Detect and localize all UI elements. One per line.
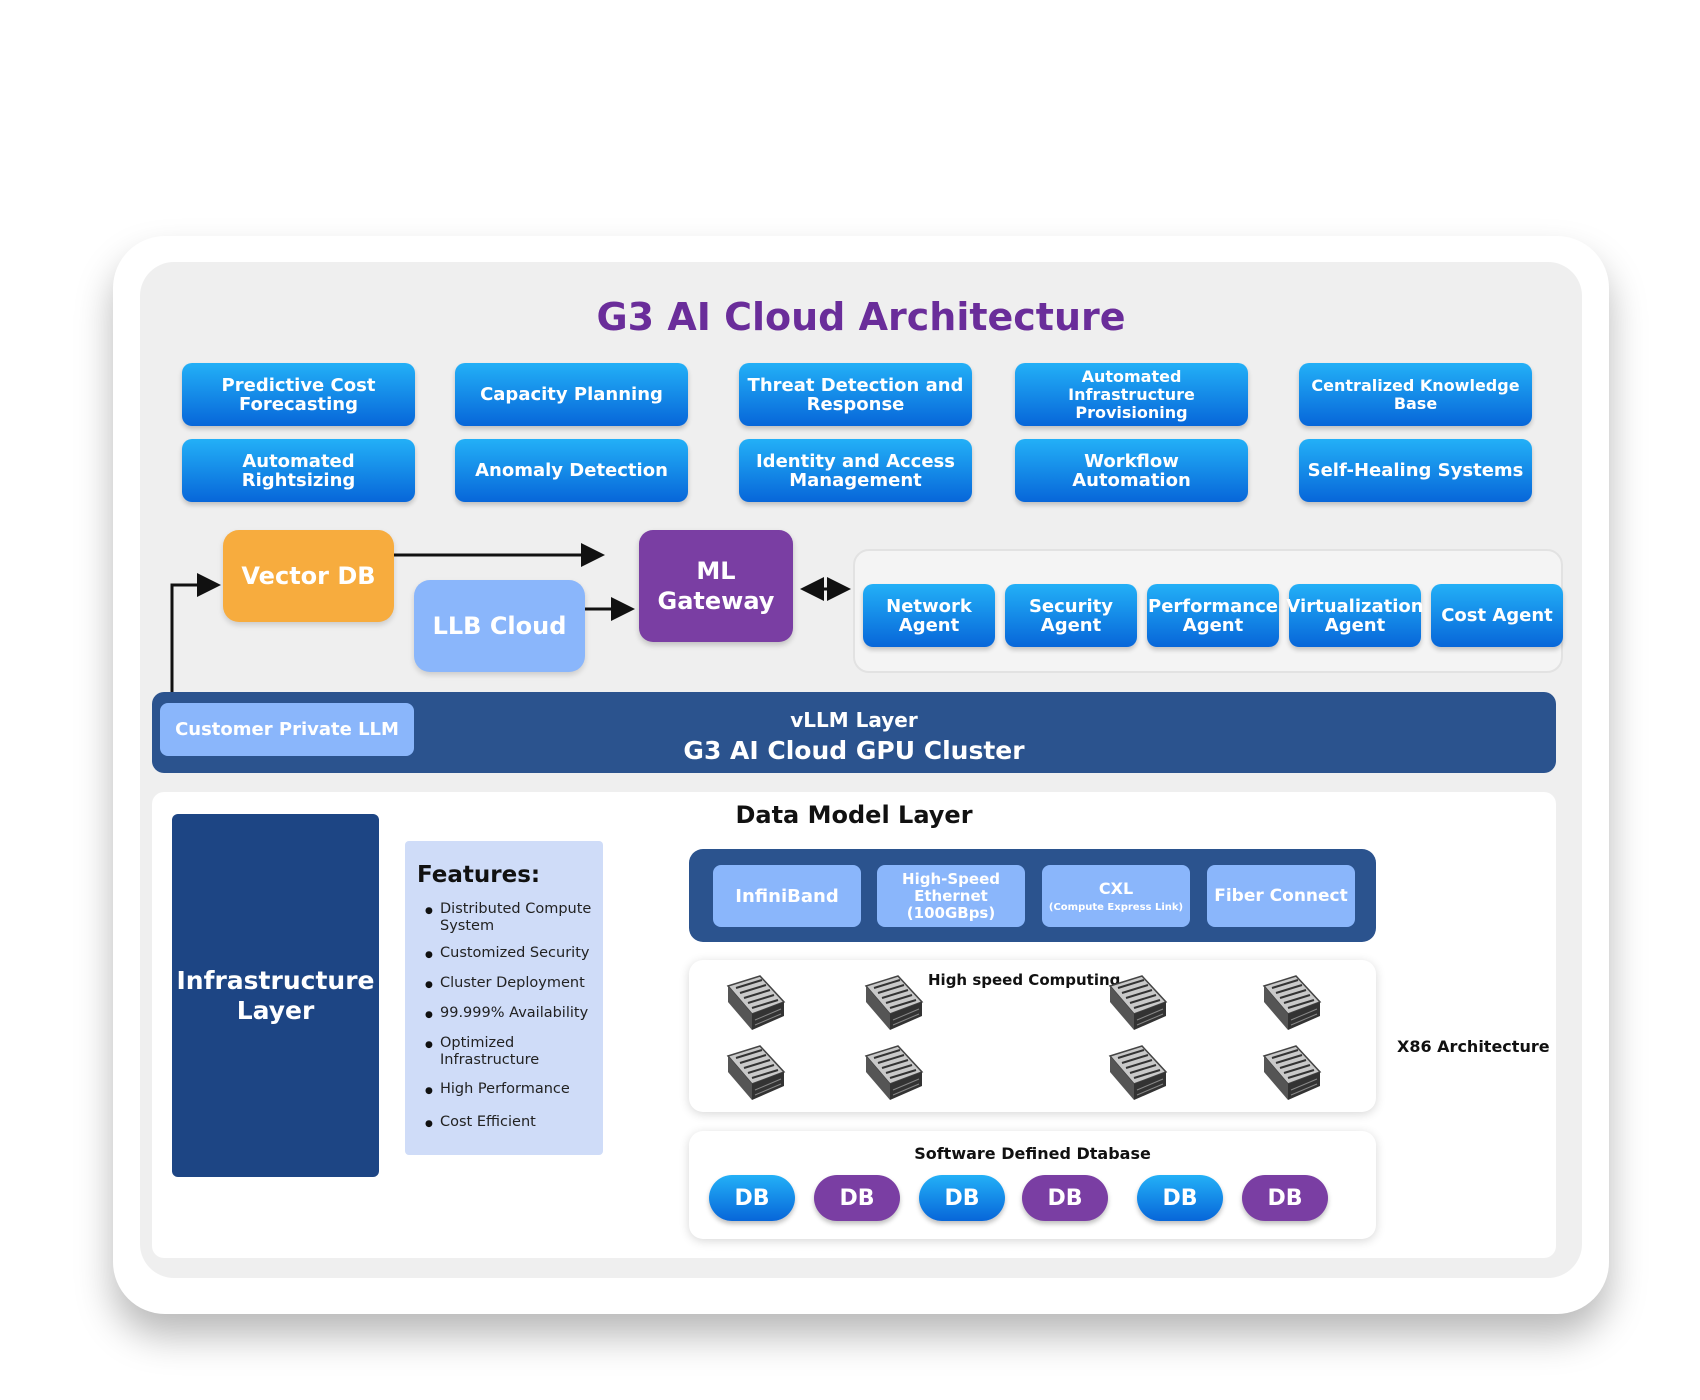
vllm-layer-label: vLLM Layer [790, 708, 918, 732]
service-anomaly-detection[interactable]: Anomaly Detection [455, 439, 688, 502]
service-centralized-knowledge-base[interactable]: Centralized Knowledge Base [1299, 363, 1532, 426]
service-capacity-planning[interactable]: Capacity Planning [455, 363, 688, 426]
cxl-label: CXL [1098, 879, 1134, 898]
feature-item: Distributed Compute System [417, 901, 603, 935]
service-automated-infrastructure-provisioning[interactable]: Automated Infrastructure Provisioning [1015, 363, 1248, 426]
db-node[interactable]: DB [1022, 1175, 1108, 1221]
server-rack-icon [1109, 975, 1167, 1031]
db-node[interactable]: DB [1137, 1175, 1223, 1221]
feature-item: 99.999% Availability [417, 1005, 603, 1024]
vector-db-node[interactable]: Vector DB [223, 530, 394, 622]
db-node[interactable]: DB [919, 1175, 1005, 1221]
db-node[interactable]: DB [709, 1175, 795, 1221]
agent-network[interactable]: Network Agent [863, 584, 995, 647]
server-rack-icon [1263, 1045, 1321, 1101]
feature-item: Optimized Infrastructure [417, 1035, 603, 1069]
service-threat-detection[interactable]: Threat Detection and Response [739, 363, 972, 426]
high-speed-computing-panel [689, 960, 1376, 1112]
server-rack-icon [1263, 975, 1321, 1031]
service-automated-rightsizing[interactable]: Automated Rightsizing [182, 439, 415, 502]
service-identity-access-management[interactable]: Identity and Access Management [739, 439, 972, 502]
interconnect-fiber[interactable]: Fiber Connect [1207, 865, 1355, 927]
page-title: G3 AI Cloud Architecture [596, 295, 1126, 339]
features-panel [405, 841, 603, 1155]
server-rack-icon [727, 975, 785, 1031]
server-rack-icon [865, 975, 923, 1031]
db-node[interactable]: DB [1242, 1175, 1328, 1221]
server-rack-icon [727, 1045, 785, 1101]
cxl-sublabel: (Compute Express Link) [1048, 902, 1184, 913]
infrastructure-layer: Infrastructure Layer [172, 814, 379, 1177]
agent-virtualization[interactable]: Virtualization Agent [1286, 584, 1424, 647]
customer-private-llm[interactable]: Customer Private LLM [160, 703, 414, 756]
db-node[interactable]: DB [814, 1175, 900, 1221]
agent-cost[interactable]: Cost Agent [1431, 584, 1563, 647]
service-predictive-cost-forecasting[interactable]: Predictive Cost Forecasting [182, 363, 415, 426]
x86-architecture-label: X86 Architecture [1397, 1037, 1550, 1056]
server-rack-icon [865, 1045, 923, 1101]
features-title: Features: [417, 862, 541, 888]
software-defined-database-label: Software Defined Dtabase [914, 1144, 1151, 1163]
agent-performance[interactable]: Performance Agent [1147, 584, 1279, 647]
service-workflow-automation[interactable]: Workflow Automation [1015, 439, 1248, 502]
interconnect-cxl[interactable]: CXL (Compute Express Link) [1042, 865, 1190, 927]
service-self-healing-systems[interactable]: Self-Healing Systems [1299, 439, 1532, 502]
ml-gateway-node[interactable]: ML Gateway [639, 530, 793, 642]
data-model-title: Data Model Layer [735, 801, 973, 829]
agent-security[interactable]: Security Agent [1005, 584, 1137, 647]
arrow-llm-to-vector-db [170, 573, 221, 692]
feature-item: Cluster Deployment [417, 975, 603, 994]
llb-cloud-node[interactable]: LLB Cloud [414, 580, 585, 672]
gpu-cluster-label: G3 AI Cloud GPU Cluster [683, 736, 1025, 765]
feature-item: Cost Efficient [417, 1114, 603, 1133]
high-speed-computing-label: High speed Computing [928, 971, 1121, 989]
interconnect-ethernet[interactable]: High-Speed Ethernet (100GBps) [877, 865, 1025, 927]
feature-item: High Performance [417, 1081, 603, 1100]
feature-item: Customized Security [417, 945, 603, 964]
interconnect-infiniband[interactable]: InfiniBand [713, 865, 861, 927]
server-rack-icon [1109, 1045, 1167, 1101]
